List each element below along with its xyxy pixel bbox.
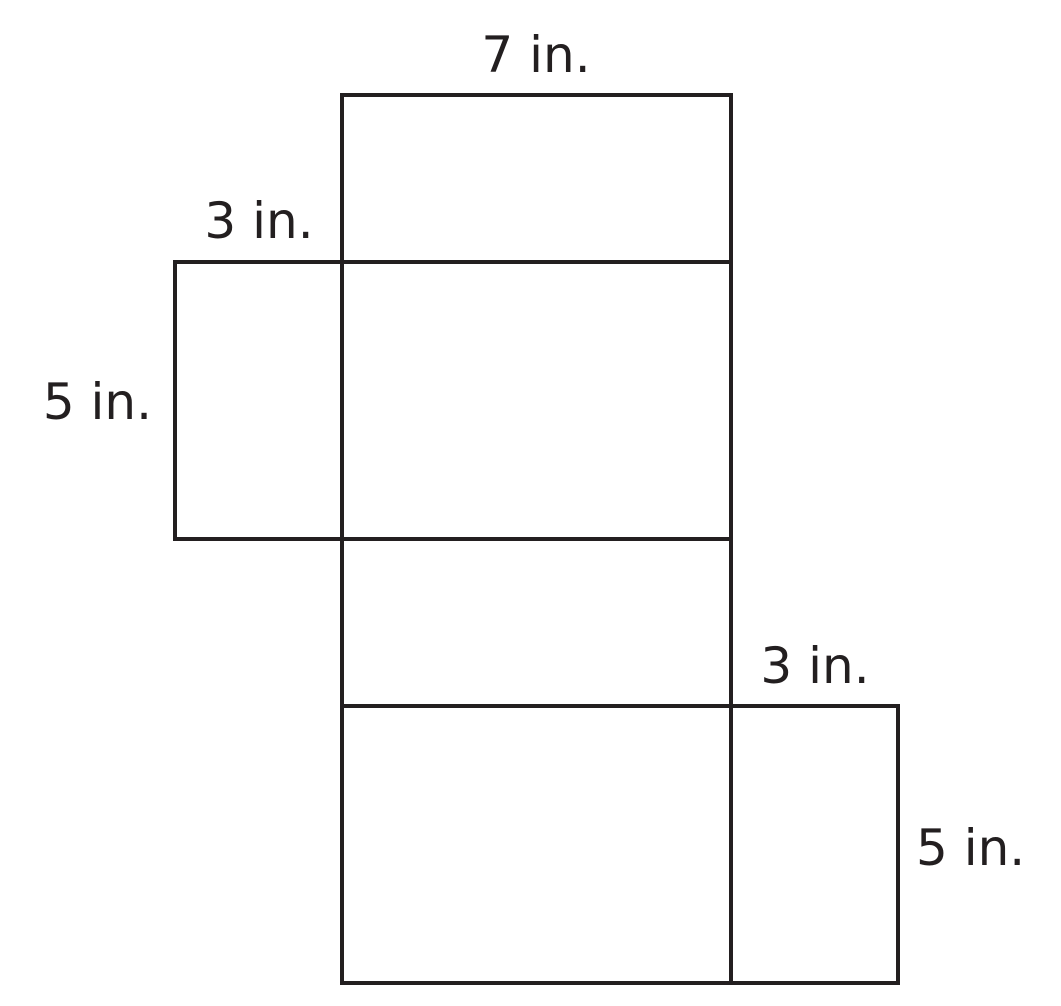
top-width-label: 7 in. xyxy=(481,26,590,84)
right-flap-height-label: 5 in. xyxy=(916,819,1025,877)
left-flap-width-label: 3 in. xyxy=(204,192,313,250)
left-side-face xyxy=(173,260,344,541)
right-side-face xyxy=(729,704,900,985)
top-face xyxy=(340,93,733,264)
front-face xyxy=(340,260,733,541)
right-flap-width-label: 3 in. xyxy=(760,637,869,695)
left-flap-height-label: 5 in. xyxy=(43,373,152,431)
back-face xyxy=(340,704,733,985)
bottom-face xyxy=(340,537,733,708)
